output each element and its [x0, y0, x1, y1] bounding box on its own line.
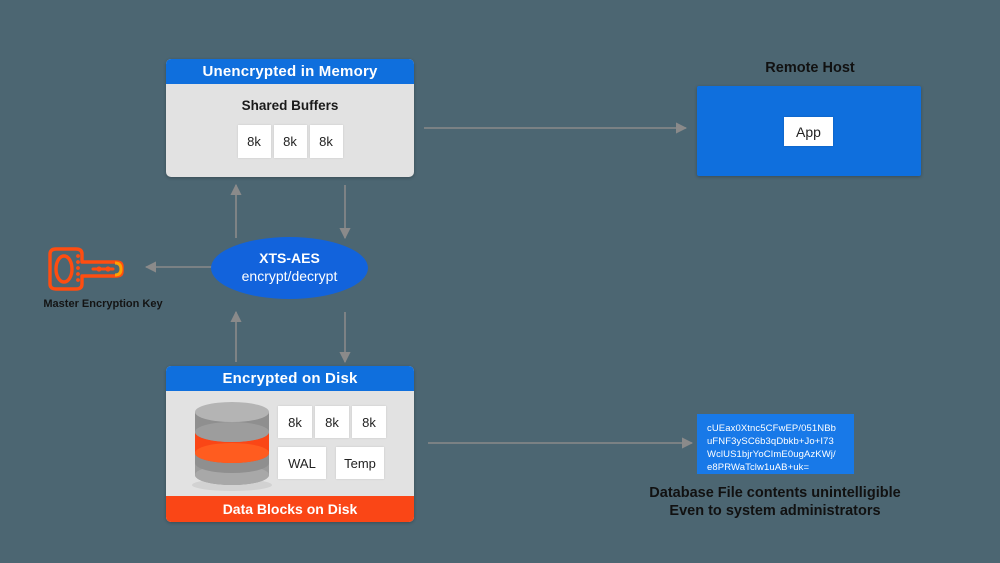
database-cylinder-icon: [192, 402, 272, 491]
xts-aes-title: XTS-AES: [259, 250, 320, 267]
xts-aes-subtitle: encrypt/decrypt: [241, 268, 338, 284]
ciphertext-box: cUEax0Xtnc5CFwEP/051NBb uFNF3ySC6b3qDbkb…: [697, 414, 854, 474]
memory-block-2: 8k: [309, 125, 343, 158]
app-box: App: [784, 117, 833, 146]
disk-panel-header: Encrypted on Disk: [166, 366, 414, 391]
disk-panel: Encrypted on Disk 8k: [166, 366, 414, 522]
xts-aes-node: XTS-AES encrypt/decrypt: [211, 237, 368, 299]
disk-blocks-row-1: 8k 8k 8k: [278, 406, 386, 438]
disk-panel-footer: Data Blocks on Disk: [166, 496, 414, 522]
disk-panel-body: 8k 8k 8k WAL Temp: [166, 391, 414, 496]
memory-block-1: 8k: [273, 125, 307, 158]
remote-host-title: Remote Host: [765, 60, 855, 76]
memory-block-0: 8k: [237, 125, 271, 158]
disk-block-temp: Temp: [336, 447, 384, 479]
shared-buffers-label: Shared Buffers: [241, 98, 339, 113]
disk-blocks-row-2: WAL Temp: [278, 447, 384, 479]
disk-block-1: 8k: [315, 406, 349, 438]
disk-block-0: 8k: [278, 406, 312, 438]
key-icon: [48, 247, 124, 291]
memory-panel-header: Unencrypted in Memory: [166, 59, 414, 84]
memory-panel: Unencrypted in Memory Shared Buffers 8k …: [166, 59, 414, 177]
memory-blocks-row: 8k 8k 8k: [166, 125, 414, 158]
remote-host-box: App: [697, 86, 921, 176]
ciphertext-caption: Database File contents unintelligible Ev…: [649, 485, 901, 519]
disk-block-2: 8k: [352, 406, 386, 438]
key-label: Master Encryption Key: [43, 298, 163, 310]
disk-block-wal: WAL: [278, 447, 326, 479]
